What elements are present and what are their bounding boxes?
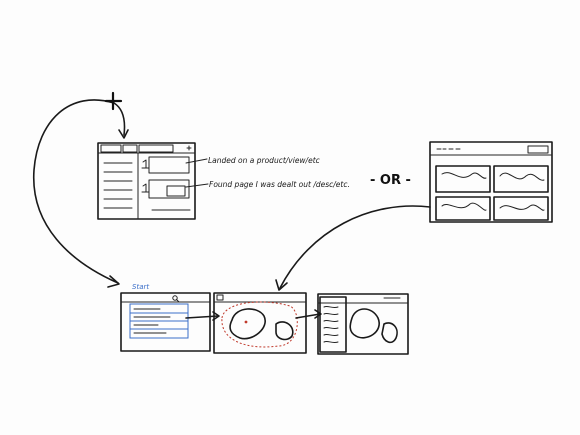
frame-map-highlight xyxy=(213,292,307,354)
flow-arrow-right xyxy=(279,205,431,289)
annotation-search: Found page I was dealt out /desc/etc. xyxy=(209,180,350,189)
plus-mark xyxy=(104,91,123,111)
start-label: Start xyxy=(132,283,149,291)
frame-search-results xyxy=(120,292,211,352)
flow-arrow-bottom-2 xyxy=(295,313,321,319)
frame-product-view xyxy=(97,142,196,220)
arrowhead-top xyxy=(118,129,129,139)
frame-map-detail xyxy=(317,293,409,355)
frame-map-gallery xyxy=(429,141,553,223)
flow-arrow-bottom-1 xyxy=(185,315,219,319)
annotation-product: Landed on a product/view/etc xyxy=(208,156,321,165)
pointer-line-product xyxy=(185,158,208,164)
arrowhead-right xyxy=(275,279,288,291)
or-label: - OR - xyxy=(370,173,411,188)
arrowhead-left-bottom xyxy=(107,275,120,288)
flow-arrow-top xyxy=(113,102,126,136)
pointer-line-search xyxy=(185,183,209,188)
arrowhead-bottom-2 xyxy=(314,309,322,319)
arrowhead-bottom-1 xyxy=(212,311,220,321)
flow-arrow-left xyxy=(33,99,119,284)
